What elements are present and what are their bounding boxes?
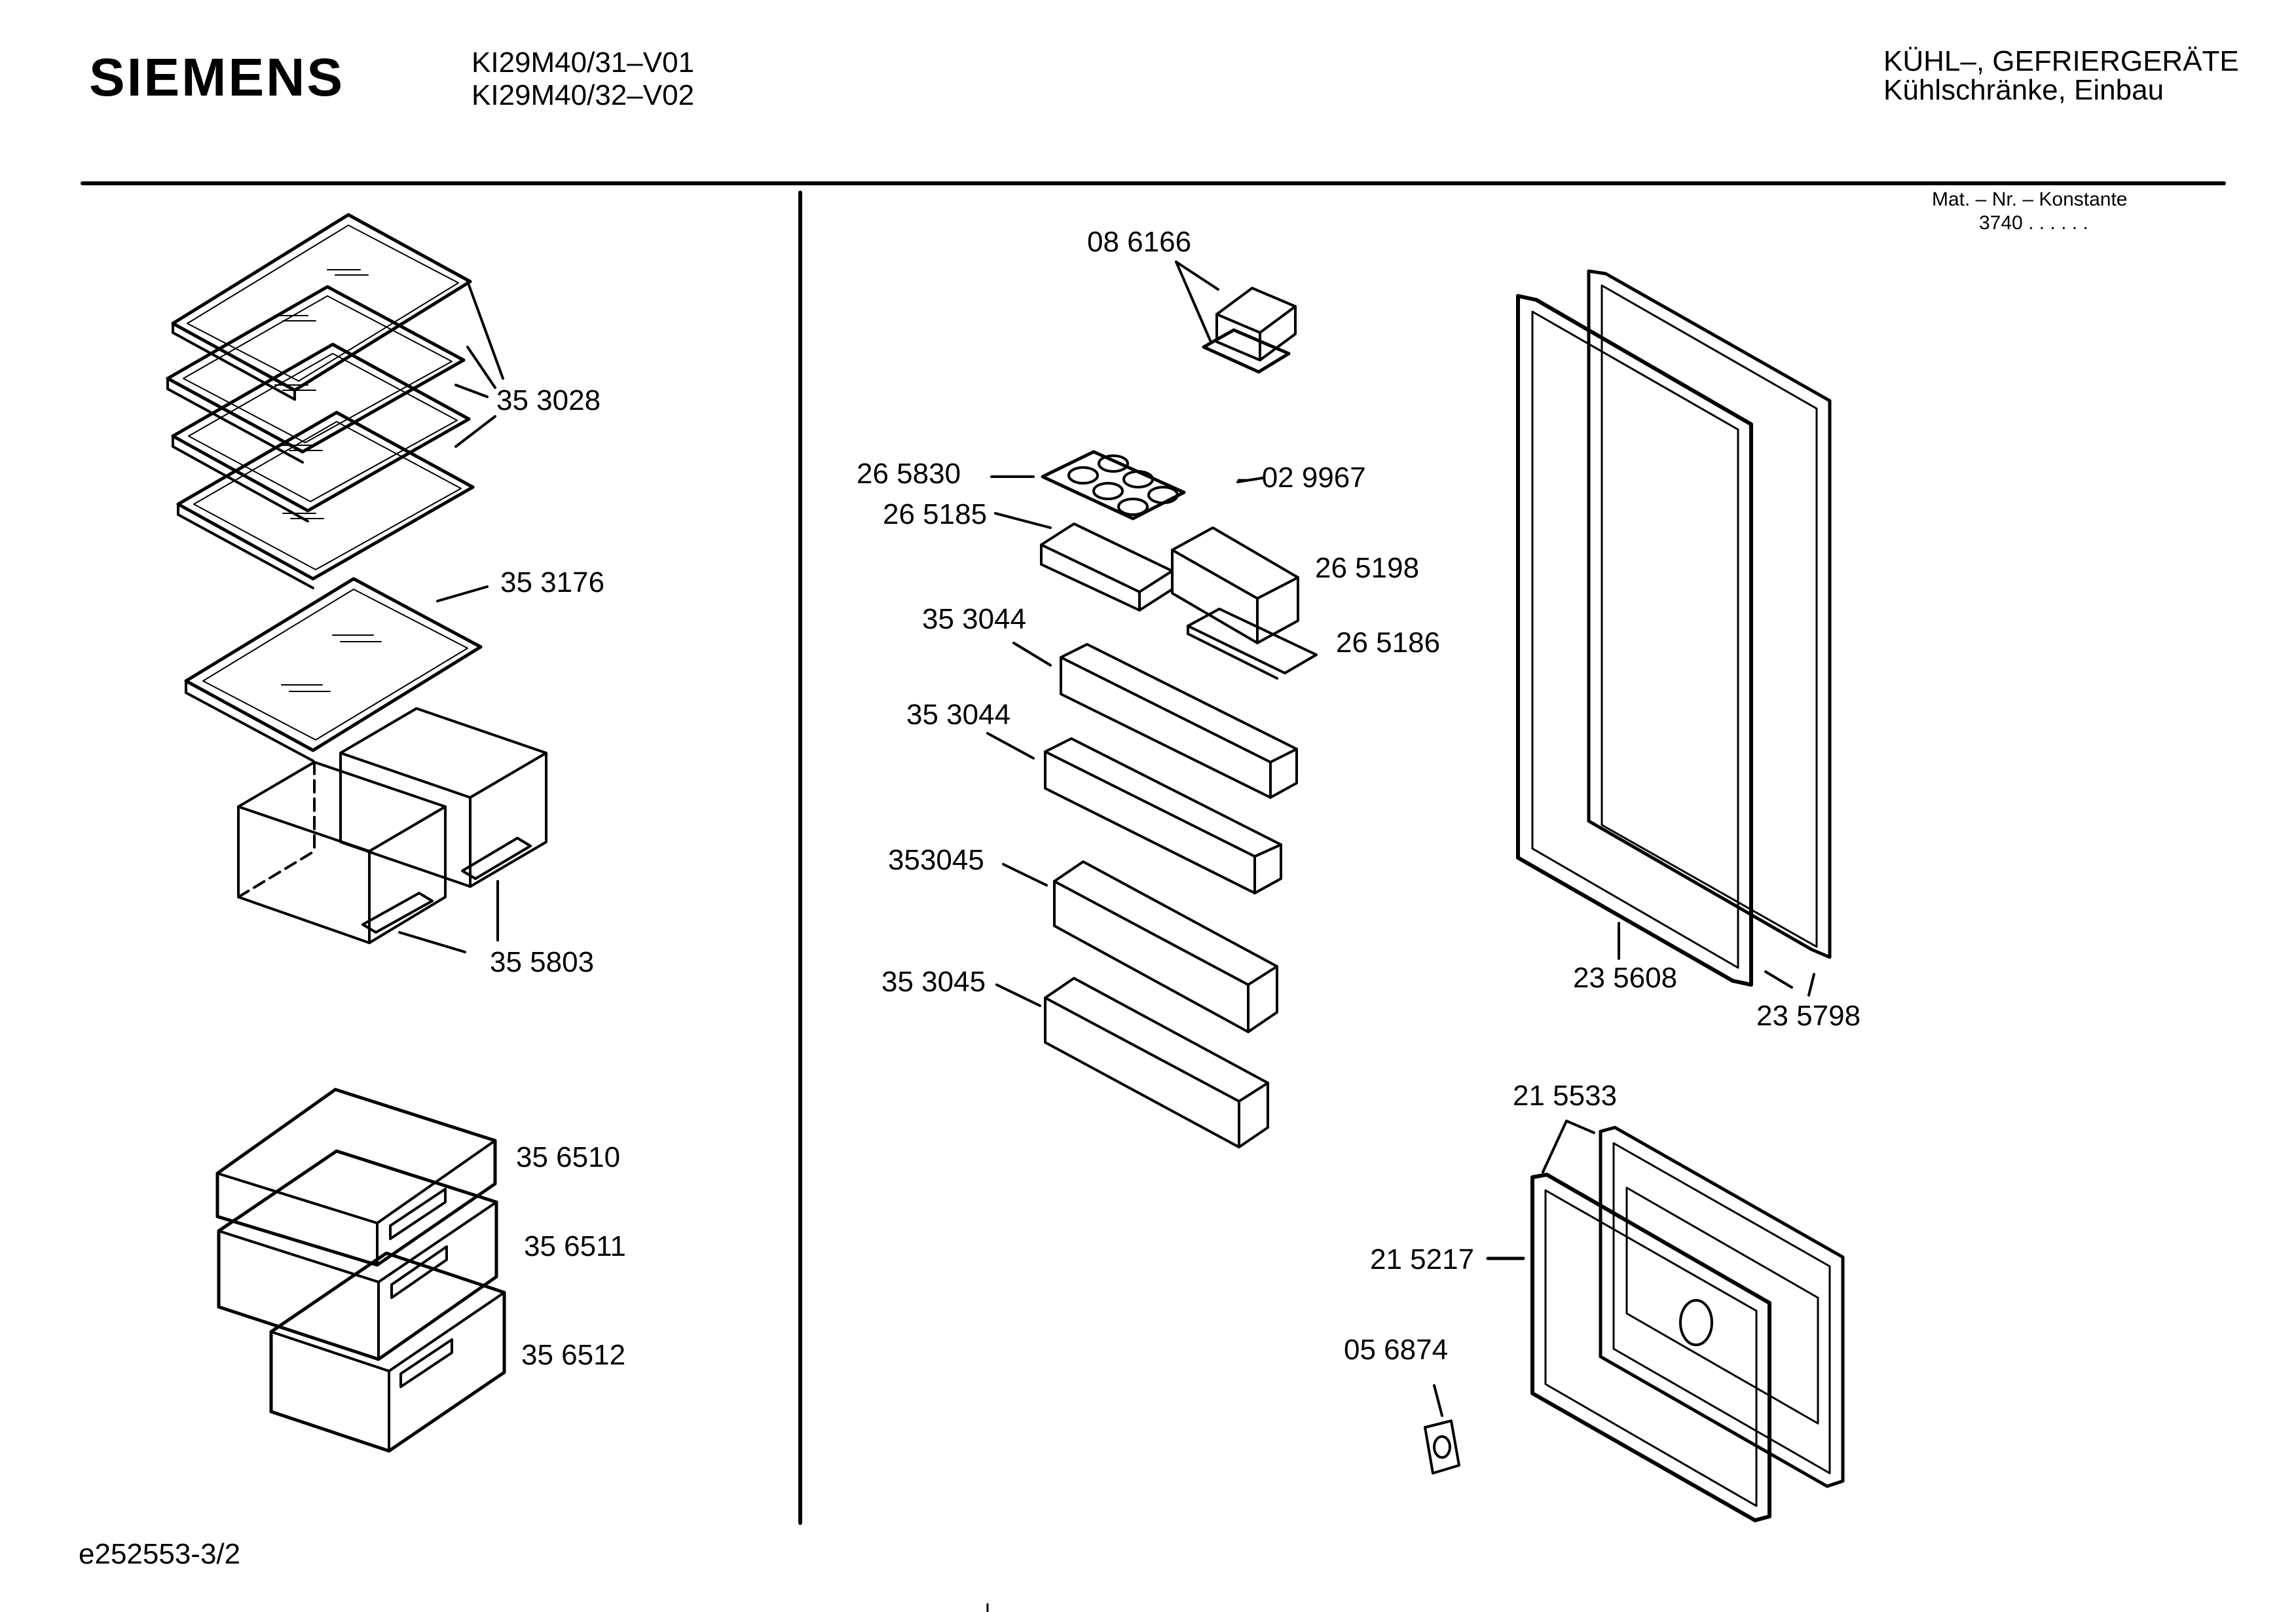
part-label-086166: 08 6166 — [1087, 226, 1192, 258]
glass-shelf-icon — [171, 213, 472, 401]
part-label-215533: 21 5533 — [1513, 1080, 1618, 1112]
brand-logo: SIEMENS — [89, 48, 345, 107]
butter-dish-icon — [1202, 287, 1297, 374]
part-label-356511: 35 6511 — [524, 1230, 626, 1262]
part-label-215217: 21 5217 — [1370, 1243, 1475, 1275]
category-subtitle: Kühlschränke, Einbau — [1883, 74, 2164, 106]
part-label-235798: 23 5798 — [1756, 1000, 1861, 1032]
freezer-drawer-icon — [269, 1251, 506, 1453]
door-bottle-shelf-icon — [1044, 737, 1282, 894]
part-label-353045-a: 353045 — [888, 844, 984, 876]
part-label-353045-b: 35 3045 — [881, 966, 986, 998]
model-number-1: KI29M40/31–V01 — [472, 46, 695, 79]
freezer-door-icon — [1599, 1126, 1845, 1488]
part-label-029967: – 02 9967 — [1238, 462, 1366, 494]
glass-shelf-icon — [176, 411, 475, 589]
part-label-355803: 35 5803 — [490, 946, 595, 978]
part-label-353176: 35 3176 — [500, 566, 605, 598]
freezer-tray-icon — [215, 1088, 497, 1267]
crisper-drawer-icon — [339, 707, 547, 888]
part-label-353044-a: 35 3044 — [922, 603, 1027, 635]
crisper-drawer-icon — [237, 761, 447, 944]
dairy-box-icon — [1171, 526, 1318, 680]
part-label-353044-b: 35 3044 — [906, 699, 1011, 731]
freezer-drawer-icon — [217, 1149, 498, 1361]
part-label-265198: 26 5198 — [1315, 552, 1420, 584]
glass-shelf-icon — [171, 342, 471, 522]
glass-shelf-icon — [184, 577, 483, 762]
part-label-235608: 23 5608 — [1573, 962, 1678, 994]
part-label-353028: 35 3028 — [496, 384, 601, 416]
door-bottle-shelf-icon — [1060, 643, 1298, 799]
part-label-265186: 26 5186 — [1336, 627, 1441, 659]
door-bottle-shelf-icon — [1044, 977, 1269, 1148]
freezer-gasket-icon — [1530, 1173, 1771, 1522]
door-tray-icon — [1040, 522, 1174, 612]
part-label-356512: 35 6512 — [521, 1339, 626, 1371]
model-number-2: KI29M40/32–V02 — [472, 79, 695, 111]
mat-value: 3740 . . . . . . — [1979, 212, 2088, 234]
document-reference: e252553-3/2 — [79, 1538, 241, 1570]
door-bottle-shelf-icon — [1053, 860, 1278, 1033]
glass-shelf-icon — [166, 285, 466, 464]
thermostat-knob-icon — [1424, 1420, 1460, 1475]
door-gasket-icon — [1516, 294, 1753, 987]
part-label-265185: 26 5185 — [883, 498, 988, 530]
mat-label: Mat. – Nr. – Konstante — [1932, 189, 2128, 210]
refrigerator-door-icon — [1587, 269, 1832, 959]
category-title: KÜHL–, GEFRIERGERÄTE — [1883, 45, 2239, 77]
part-label-265830: 26 5830 — [857, 458, 961, 490]
part-label-356510: 35 6510 — [516, 1141, 621, 1173]
part-label-056874: 05 6874 — [1344, 1334, 1449, 1366]
egg-tray-icon — [1041, 450, 1186, 521]
